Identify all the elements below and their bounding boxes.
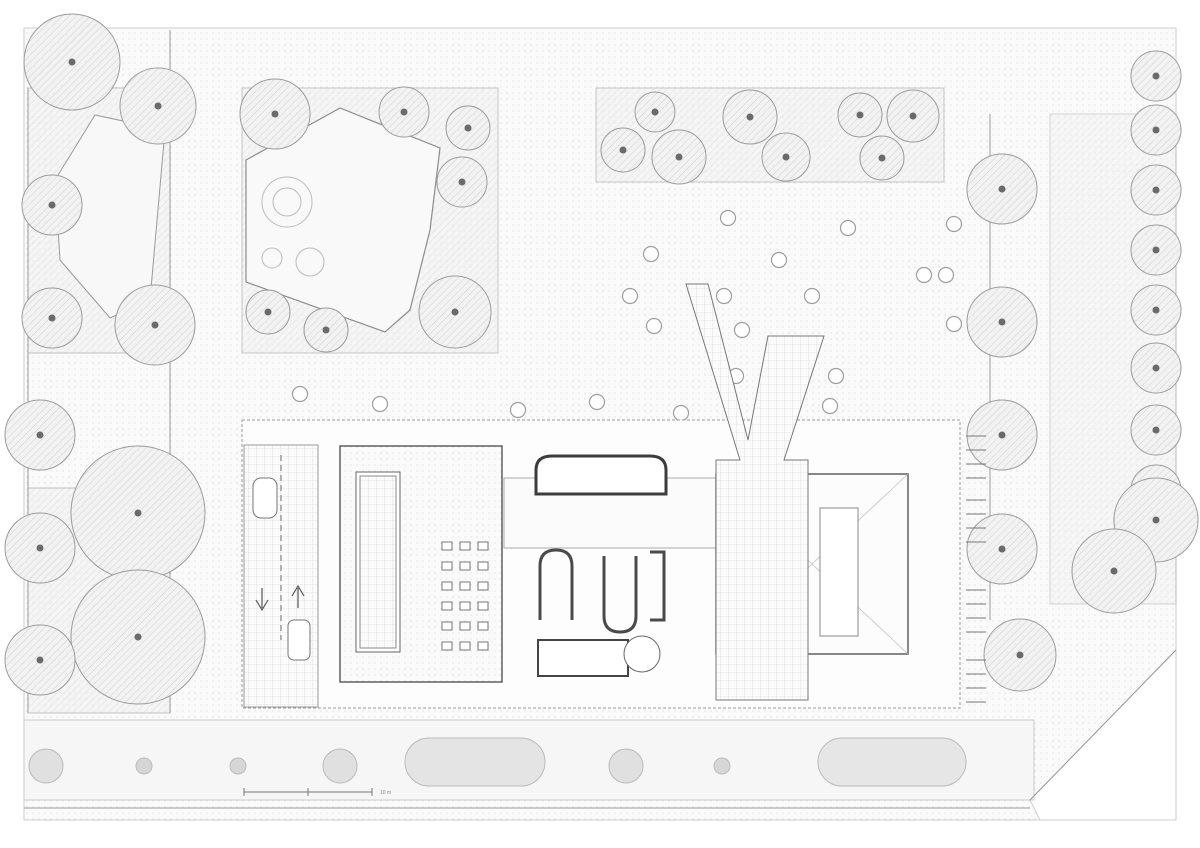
tree-trunk: [271, 110, 279, 118]
cafe-table: [477, 621, 489, 631]
tree-trunk: [36, 431, 44, 439]
planter-circle: [621, 287, 639, 305]
cafe-table: [477, 581, 489, 591]
tree-trunk: [675, 153, 683, 161]
planter-circle: [672, 404, 690, 422]
tree-trunk: [1152, 516, 1160, 524]
cafe-tables: [441, 541, 489, 651]
tree-trunk: [400, 108, 408, 116]
scale-bar-label: 10 m: [380, 790, 391, 796]
tree-trunk: [154, 102, 162, 110]
planter-circle: [915, 266, 933, 284]
planter-circle: [291, 385, 309, 403]
cafe-table: [459, 541, 471, 551]
tree-trunk: [909, 112, 917, 120]
tree-trunk: [36, 656, 44, 664]
cafe-table: [477, 561, 489, 571]
tree-trunk: [619, 146, 627, 154]
cafe-table: [459, 561, 471, 571]
cafe-table: [459, 601, 471, 611]
cafe-table: [459, 581, 471, 591]
cafe-table: [477, 541, 489, 551]
planter-circle: [719, 209, 737, 227]
tree-trunk: [1110, 567, 1118, 575]
tree-trunk: [998, 431, 1006, 439]
planter-circle: [733, 321, 751, 339]
planter-circle: [588, 393, 606, 411]
tree-trunk: [1152, 364, 1160, 372]
tree-trunk: [68, 58, 76, 66]
building-complex: [241, 283, 986, 709]
tree-trunk: [36, 544, 44, 552]
tree-trunk: [1152, 186, 1160, 194]
planter-circle: [642, 245, 660, 263]
tree-trunk: [458, 178, 466, 186]
tree-trunk: [134, 509, 142, 517]
tree-trunk: [48, 201, 56, 209]
tree-trunk: [1152, 426, 1160, 434]
cafe-table: [441, 541, 453, 551]
planter-circle: [827, 367, 845, 385]
tree-trunk: [48, 314, 56, 322]
tree-trunk: [1152, 246, 1160, 254]
planter-circle: [945, 315, 963, 333]
tree-trunk: [998, 545, 1006, 553]
cafe-table: [441, 621, 453, 631]
tree-trunk: [782, 153, 790, 161]
tree-trunk: [998, 185, 1006, 193]
tree-trunk: [151, 321, 159, 329]
cafe-table: [477, 641, 489, 651]
cafe-table: [477, 601, 489, 611]
planter-circle: [715, 287, 733, 305]
tree-trunk: [878, 154, 886, 162]
planter-circle: [509, 401, 527, 419]
tree-trunk: [1016, 651, 1024, 659]
planter-circle: [839, 219, 857, 237]
tree-trunk: [134, 633, 142, 641]
tree-trunk: [322, 326, 330, 334]
tree-trunk: [651, 108, 659, 116]
trees-layer: [4, 13, 1199, 705]
cafe-table: [441, 601, 453, 611]
planter-circle: [645, 317, 663, 335]
tree-trunk: [998, 318, 1006, 326]
cafe-table: [441, 581, 453, 591]
cafe-table: [441, 561, 453, 571]
planter-circle: [821, 397, 839, 415]
tree-trunk: [1152, 72, 1160, 80]
planter-circle: [803, 287, 821, 305]
tree-trunk: [264, 308, 272, 316]
planter-circle: [937, 266, 955, 284]
tree-trunk: [856, 111, 864, 119]
cafe-table: [459, 621, 471, 631]
tree-trunk: [464, 124, 472, 132]
cafe-table: [459, 641, 471, 651]
tree-trunk: [1152, 306, 1160, 314]
planter-circle: [770, 251, 788, 269]
tree-trunk: [746, 113, 754, 121]
planter-circle: [371, 395, 389, 413]
tree-trunk: [1152, 126, 1160, 134]
scale-bar: 10 m: [243, 788, 391, 796]
planter-circle: [945, 215, 963, 233]
tree-trunk: [451, 308, 459, 316]
street-strip: [23, 649, 1177, 809]
cafe-table: [441, 641, 453, 651]
